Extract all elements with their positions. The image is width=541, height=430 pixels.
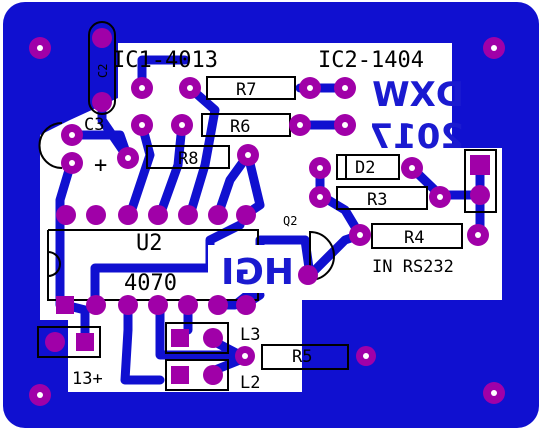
- drill-hole: [363, 353, 369, 359]
- mirrored-text-line2: 2017: [369, 117, 464, 157]
- pad: [92, 92, 112, 112]
- drill-hole: [69, 160, 75, 166]
- ic-notch: [47, 251, 61, 277]
- drill-hole: [37, 392, 43, 398]
- pad-square: [171, 329, 189, 347]
- r7-label: R7: [236, 80, 256, 100]
- silkscreen-outlines: [37, 21, 497, 391]
- drill-hole: [491, 45, 497, 51]
- pad-square: [470, 155, 490, 175]
- drill-hole: [357, 232, 363, 238]
- r3-label: R3: [367, 190, 387, 210]
- r7-outline: [206, 76, 296, 100]
- c2-label: C2: [96, 64, 110, 78]
- pad: [178, 205, 198, 225]
- pad-square: [76, 333, 94, 351]
- pad: [236, 295, 256, 315]
- r8-label: R8: [178, 149, 198, 169]
- pad: [148, 295, 168, 315]
- r5-outline: [261, 344, 349, 370]
- ic2-label: IC2-1404: [318, 48, 424, 73]
- l2-label: L2: [240, 373, 260, 393]
- pad: [203, 328, 223, 348]
- mirrored-copper-text: DXW 2017 HGI: [208, 75, 464, 293]
- pad: [92, 28, 112, 48]
- pad: [203, 365, 223, 385]
- r5-label: R5: [292, 347, 312, 367]
- drill-hole: [125, 155, 131, 161]
- pad: [45, 332, 65, 352]
- logo-background: [208, 245, 298, 293]
- pad: [118, 295, 138, 315]
- r4-outline: [371, 223, 463, 249]
- pad: [56, 205, 76, 225]
- drill-hole: [179, 122, 185, 128]
- chip-label: 4070: [124, 271, 177, 296]
- pad: [208, 205, 228, 225]
- c3-label: C3: [84, 115, 104, 135]
- drill-hole: [317, 194, 323, 200]
- ic1-label: IC1-4013: [112, 48, 218, 73]
- drill-hole: [139, 122, 145, 128]
- r6-label: R6: [230, 117, 250, 137]
- silkscreen-text: IC1-4013 IC2-1404 R7 R6 R8 C2 C3 + D2 R3…: [72, 48, 454, 393]
- pad: [236, 205, 256, 225]
- c3-plus: +: [94, 153, 107, 178]
- pad-square: [171, 366, 189, 384]
- drill-hole: [245, 152, 251, 158]
- mirrored-text-line1: DXW: [372, 75, 464, 115]
- r3-outline: [336, 186, 428, 210]
- l3-outline: [165, 322, 229, 354]
- pad: [470, 185, 490, 205]
- c3-outline: [38, 122, 63, 169]
- pad: [86, 205, 106, 225]
- drill-hole: [342, 85, 348, 91]
- drill-hole: [242, 353, 248, 359]
- pad: [86, 295, 106, 315]
- drill-hole: [491, 390, 497, 396]
- drill-hole: [437, 194, 443, 200]
- pad: [298, 265, 318, 285]
- drill-hole: [307, 85, 313, 91]
- drill-hole: [139, 85, 145, 91]
- drill-hole: [69, 132, 75, 138]
- l3-label: L3: [240, 325, 260, 345]
- jumper-13-outline: [37, 326, 101, 358]
- r4-label: R4: [404, 228, 424, 248]
- drill-hole: [297, 122, 303, 128]
- pad: [148, 205, 168, 225]
- drill-hole: [317, 165, 323, 171]
- c2-outline: [88, 21, 116, 115]
- drill-hole: [409, 165, 415, 171]
- drill-hole: [475, 232, 481, 238]
- connector-outline: [464, 149, 497, 213]
- drill-hole: [37, 45, 43, 51]
- mirrored-logo: HGI: [221, 252, 294, 293]
- pad: [118, 205, 138, 225]
- pad: [208, 295, 228, 315]
- d2-outline: [336, 154, 400, 180]
- drill-hole: [342, 122, 348, 128]
- l2-outline: [165, 359, 229, 391]
- r8-outline: [146, 145, 230, 169]
- pad: [178, 295, 198, 315]
- u2-label: U2: [136, 231, 163, 256]
- drill-holes: [37, 45, 497, 398]
- d2-label: D2: [355, 158, 375, 178]
- drill-hole: [187, 85, 193, 91]
- supply-label: 13+: [72, 369, 103, 389]
- in-rs232-label: IN RS232: [372, 257, 454, 277]
- q2-label: Q2: [283, 214, 297, 228]
- pad-square: [56, 296, 74, 314]
